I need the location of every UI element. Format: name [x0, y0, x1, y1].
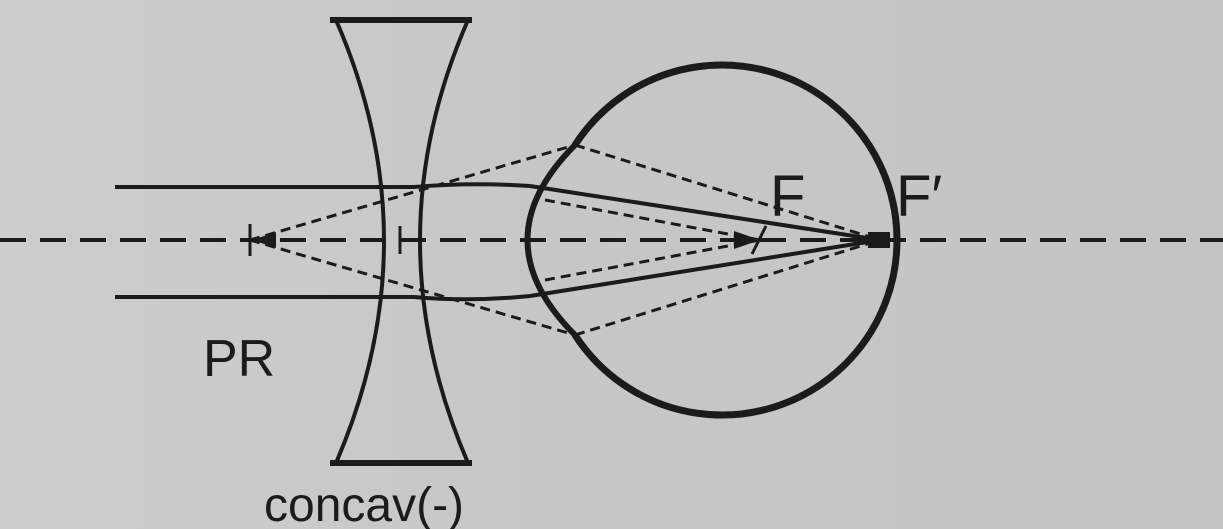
far-point-arrowhead — [252, 232, 276, 248]
eye — [524, 61, 901, 419]
diverged-ray-upper — [413, 182, 531, 189]
label-focus-f: F — [770, 164, 805, 229]
virtual-ray-pr-upper — [249, 143, 576, 242]
focus-f-prime-marker — [868, 232, 890, 248]
virtual-rays — [249, 143, 881, 337]
virtual-ray-f-lower — [544, 238, 761, 282]
cornea-outline — [524, 142, 578, 338]
virtual-ray-eye-lower — [574, 238, 881, 337]
lens-caption: concav(-) — [264, 479, 464, 529]
focus-f-tick — [750, 225, 768, 255]
eye-globe-outline — [572, 61, 901, 419]
label-focus-f-prime: F′ — [896, 164, 942, 229]
refracted-ray-lower — [529, 238, 881, 298]
virtual-ray-pr-lower — [249, 238, 576, 337]
virtual-ray-f-upper — [544, 198, 761, 242]
virtual-ray-eye-upper — [574, 143, 881, 242]
label-far-point: PR — [203, 330, 275, 388]
concave-lens — [330, 17, 472, 466]
diverged-ray-lower — [413, 294, 531, 302]
refracted-ray-upper — [529, 184, 881, 242]
focus-f-arrowhead — [734, 231, 760, 249]
